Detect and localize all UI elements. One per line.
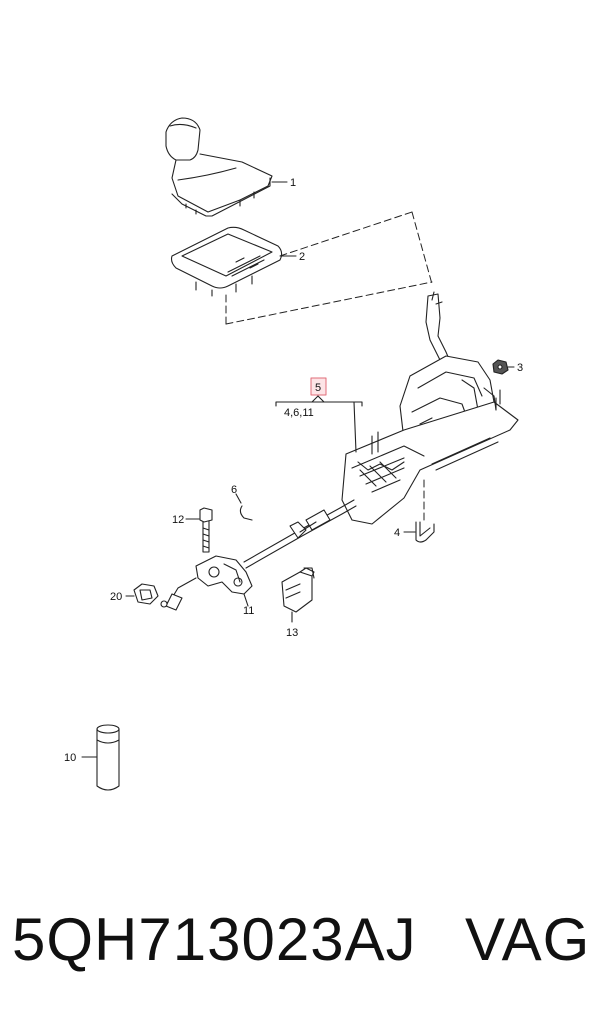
callout-4: 4 (394, 527, 400, 539)
part-number: 5QH713023AJ (12, 906, 417, 973)
callout-bracket-5 (275, 395, 363, 453)
brand-label: VAG (465, 906, 591, 973)
callout-10: 10 (64, 752, 76, 764)
tube-part (96, 724, 120, 791)
callout-5: 5 (315, 382, 321, 394)
callout-20: 20 (110, 591, 122, 603)
callout-3: 3 (517, 362, 523, 374)
selector-housing-part (341, 291, 519, 525)
clip-part (415, 521, 435, 543)
footer: 5QH713023AJ VAG (0, 895, 600, 985)
exploded-parts-diagram: 1 2 3 5 4,6,11 6 12 4 20 11 13 10 (64, 117, 523, 791)
retaining-clip-part (239, 505, 253, 521)
highlight-box-5 (310, 377, 327, 396)
callout-13: 13 (286, 627, 298, 639)
callout-12: 12 (172, 514, 184, 526)
trim-frame-part (170, 226, 283, 297)
callout-5-subparts: 4,6,11 (284, 407, 314, 419)
grommet-part (133, 583, 159, 605)
bolt-part (199, 507, 213, 553)
cable-bracket-part (160, 555, 253, 611)
callout-6: 6 (231, 484, 237, 496)
nut-part (492, 359, 509, 375)
callout-2: 2 (299, 251, 305, 263)
connector-part (281, 567, 315, 613)
selector-cable-part (243, 499, 357, 569)
gear-knob-boot-part (165, 117, 273, 217)
callout-11: 11 (243, 605, 254, 617)
callout-1: 1 (290, 177, 296, 189)
